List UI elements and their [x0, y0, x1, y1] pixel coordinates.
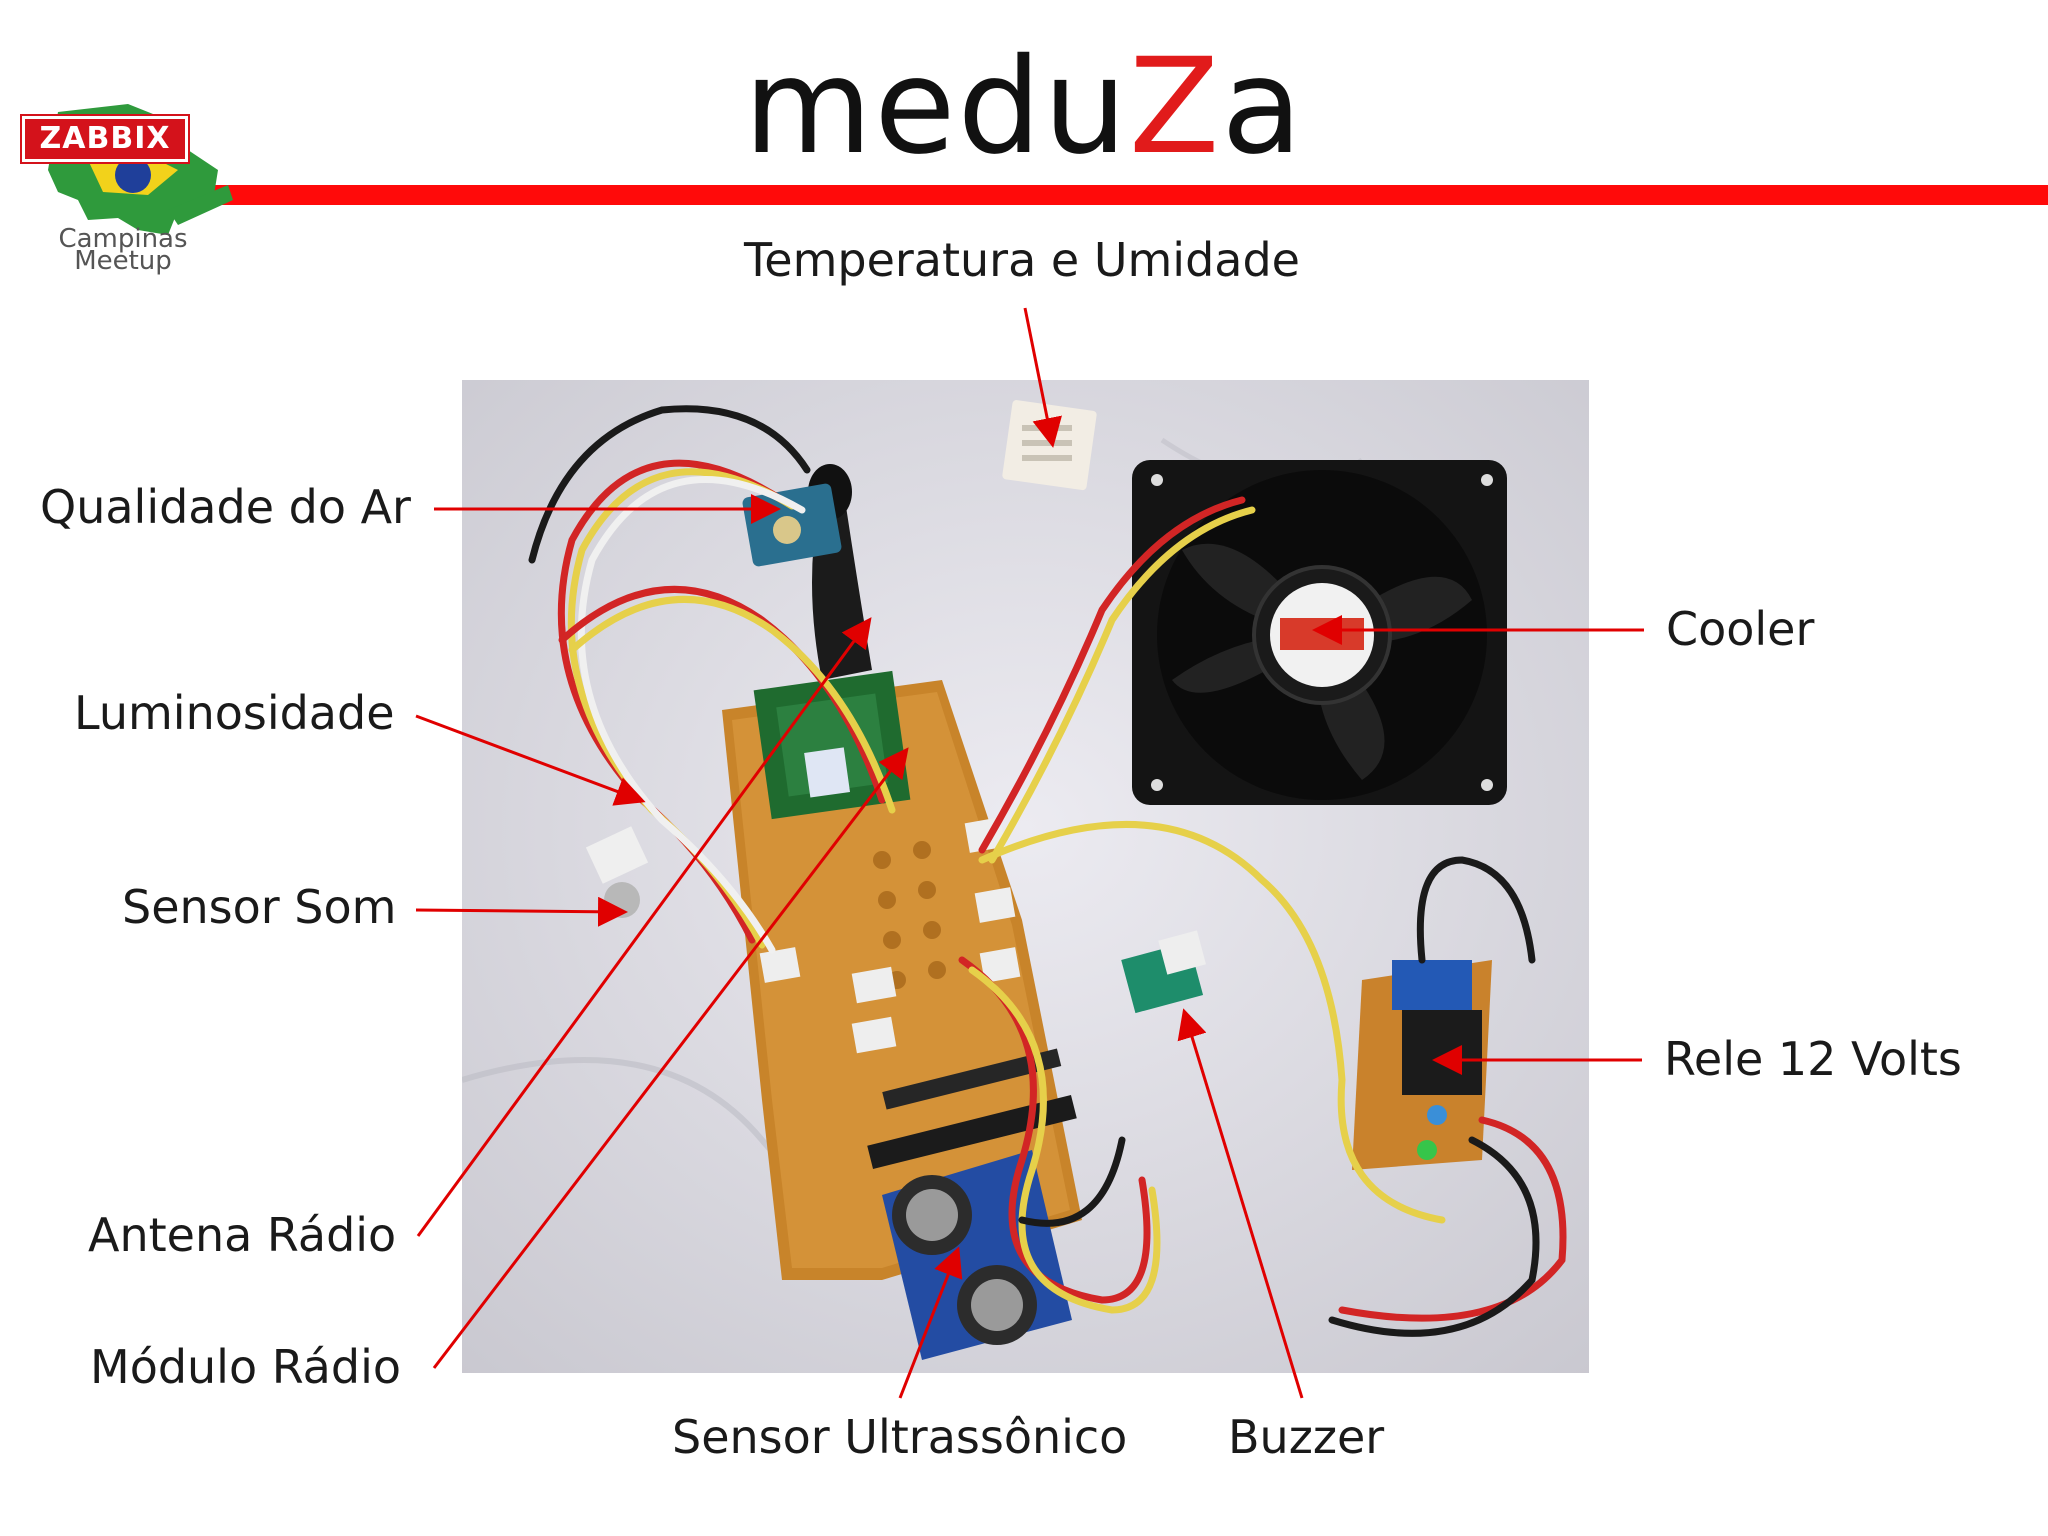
label-temperatura-umidade: Temperatura e Umidade	[744, 233, 1300, 287]
label-cooler: Cooler	[1666, 602, 1815, 656]
buzzer-module	[1121, 930, 1206, 1014]
title-highlight: Z	[1128, 30, 1222, 184]
arrow-buzzer	[1177, 1008, 1304, 1399]
arrow-luminosidade	[415, 714, 646, 806]
relay-module	[1352, 960, 1492, 1170]
arrow-antena-radio	[416, 617, 872, 1237]
title-suffix: a	[1221, 30, 1305, 184]
arrow-modulo-radio	[432, 747, 909, 1369]
arrow-sensor-som	[415, 896, 628, 927]
meetup-line1: Campinas	[58, 224, 188, 254]
label-sensor-som: Sensor Som	[122, 880, 397, 934]
label-qualidade-ar: Qualidade do Ar	[40, 480, 411, 534]
title-divider	[210, 185, 2048, 205]
label-antena-radio: Antena Rádio	[88, 1208, 397, 1262]
label-buzzer: Buzzer	[1228, 1410, 1385, 1464]
arrow-temperatura-umidade	[1023, 307, 1062, 448]
label-modulo-radio: Módulo Rádio	[90, 1340, 401, 1394]
label-sensor-ultrassonico: Sensor Ultrassônico	[672, 1410, 1128, 1464]
page-title: meduZa	[0, 30, 2048, 184]
zabbix-campinas-logo: ZABBIX Campinas Meetup	[18, 100, 233, 290]
zabbix-badge: ZABBIX	[22, 116, 188, 162]
meetup-line2: Meetup	[74, 246, 172, 276]
arrow-sensor-ultrassonico	[898, 1246, 963, 1399]
radio-module	[753, 670, 911, 820]
device-illustration	[462, 380, 1589, 1373]
title-prefix: medu	[743, 30, 1129, 184]
device-photo	[462, 380, 1589, 1373]
label-rele-12-volts: Rele 12 Volts	[1664, 1032, 1962, 1086]
label-luminosidade: Luminosidade	[74, 686, 395, 740]
meetup-text: Campinas Meetup	[48, 224, 198, 276]
